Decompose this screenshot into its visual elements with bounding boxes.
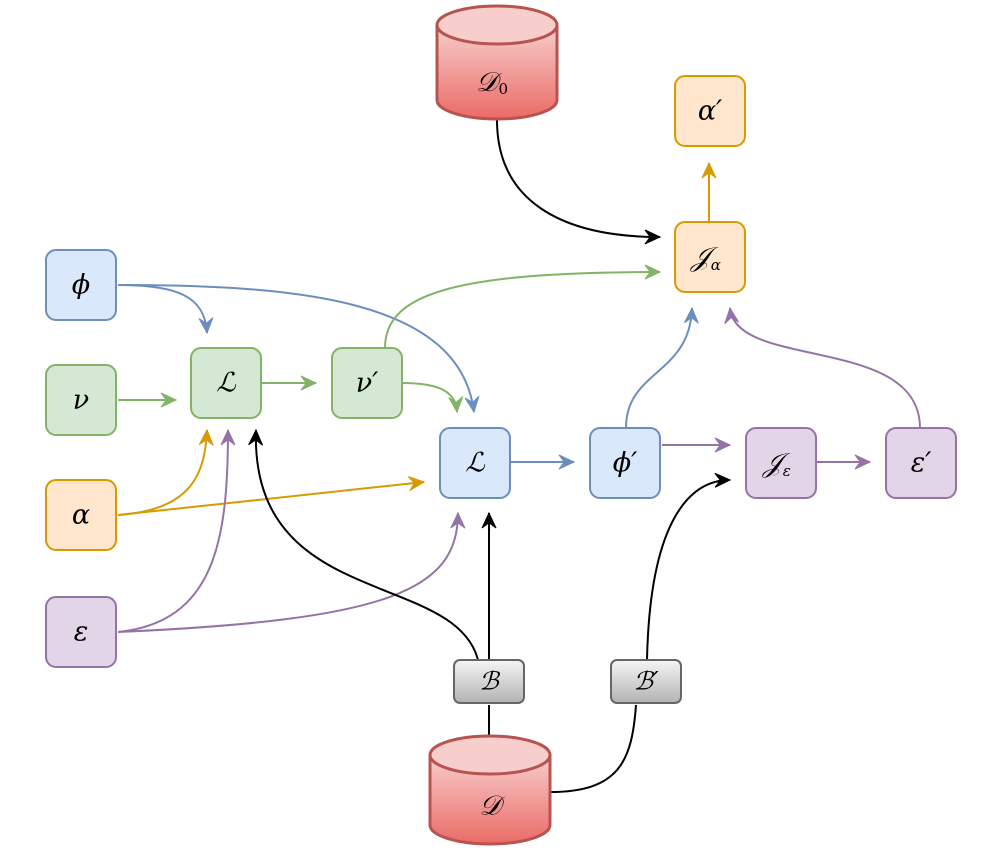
- node-epsilon-prime: ε′: [885, 427, 957, 499]
- edge-nuprime-to-loss2-arrowhead: [448, 396, 464, 414]
- edge-loss1-to-nuprime-arrowhead: [300, 375, 318, 391]
- edge-d-to-bprime: [549, 704, 637, 793]
- node-phi-label: ϕ: [72, 270, 90, 301]
- batch-b-prime: ℬ′: [610, 659, 682, 704]
- database-d0: 𝒟0: [435, 4, 559, 121]
- edge-bprime-to-jepsilon-arrowhead: [714, 472, 732, 488]
- edge-phi-to-loss1-arrowhead: [198, 317, 214, 335]
- edge-epsilon-to-loss2: [117, 512, 459, 633]
- edge-phiprime-to-jepsilon-arrowhead: [714, 437, 732, 453]
- edge-epsilonprime-to-jalpha: [729, 307, 921, 429]
- batch-b: ℬ: [453, 659, 525, 704]
- node-phi-prime-label: ϕ′: [613, 448, 638, 479]
- node-nu: ν: [45, 364, 117, 436]
- database-d: 𝒟: [428, 734, 552, 846]
- edge-b-to-loss1-arrowhead: [248, 428, 264, 446]
- node-epsilon: ε: [45, 596, 117, 668]
- edge-phi-to-loss2: [117, 284, 475, 413]
- node-loss-2: ℒ: [439, 427, 511, 499]
- edge-alpha-to-loss1-arrowhead: [198, 428, 214, 446]
- edge-b-to-loss2-arrowhead: [481, 511, 497, 529]
- node-nu-prime: ν′: [331, 347, 403, 419]
- batch-b-prime-label: ℬ′: [633, 667, 659, 696]
- batch-b-label: ℬ: [479, 667, 501, 696]
- node-loss-2-label: ℒ: [465, 448, 485, 479]
- node-alpha-prime: α′: [674, 75, 746, 147]
- node-loss-1-label: ℒ: [216, 368, 236, 399]
- node-epsilon-label: ε: [74, 617, 89, 648]
- edge-phiprime-to-jalpha-arrowhead: [683, 306, 699, 324]
- edge-phi-to-loss2-arrowhead: [464, 395, 480, 414]
- node-alpha-prime-label: α′: [698, 96, 722, 127]
- node-phi: ϕ: [45, 249, 117, 321]
- edge-d0-to-jalpha-arrowhead: [644, 229, 662, 245]
- edge-nu-to-loss1-arrowhead: [160, 392, 178, 408]
- edge-phiprime-to-jalpha: [625, 307, 693, 429]
- node-nu-label: ν: [73, 385, 89, 416]
- node-j-alpha: 𝒥α: [674, 221, 746, 293]
- node-phi-prime: ϕ′: [589, 427, 661, 499]
- edge-epsilon-to-loss2-arrowhead: [450, 511, 466, 529]
- node-alpha: α: [45, 479, 117, 551]
- node-nu-prime-label: ν′: [356, 368, 379, 399]
- edge-bprime-to-jepsilon: [646, 479, 731, 661]
- edge-alpha-to-loss2-arrowhead: [407, 476, 426, 491]
- edge-epsilon-to-loss1-arrowhead: [220, 428, 236, 446]
- edge-b-to-loss1: [254, 429, 479, 661]
- node-loss-1: ℒ: [190, 347, 262, 419]
- edge-jepsilon-to-epsilonprime-arrowhead: [854, 454, 872, 470]
- edge-nuprime-to-jalpha-arrowhead: [644, 264, 662, 280]
- edge-jalpha-to-alphaprime-arrowhead: [701, 161, 717, 179]
- node-alpha-label: α: [72, 500, 90, 531]
- edge-d0-to-jalpha: [496, 119, 661, 238]
- edge-alpha-to-loss1: [117, 429, 208, 516]
- edge-alpha-to-loss2: [117, 481, 425, 516]
- edge-epsilon-to-loss1: [117, 429, 229, 633]
- edge-nuprime-to-loss2: [401, 382, 458, 413]
- edge-loss2-to-phiprime-arrowhead: [558, 454, 576, 470]
- edge-phi-to-loss1: [117, 284, 208, 334]
- edge-nuprime-to-jalpha: [384, 271, 661, 349]
- node-epsilon-prime-label: ε′: [911, 448, 932, 479]
- node-j-epsilon: 𝒥ε: [745, 427, 817, 499]
- edge-epsilonprime-to-jalpha-arrowhead: [724, 306, 740, 325]
